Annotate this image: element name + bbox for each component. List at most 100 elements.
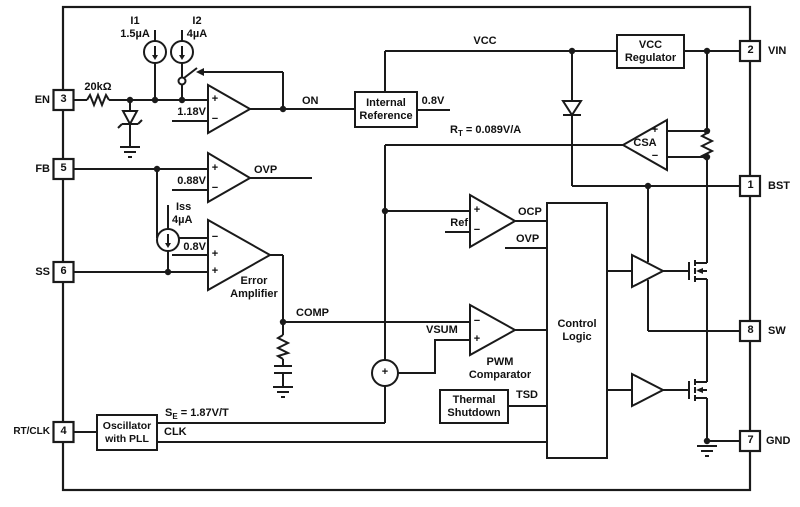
pin-number-7: 7: [747, 434, 754, 446]
erramp-plus2: +: [211, 265, 219, 277]
pin-number-3: 3: [60, 93, 67, 105]
thermal-shutdown-box: [439, 389, 509, 424]
pwm-name1: PWM: [486, 356, 514, 368]
ocp-ref-label: Ref: [450, 217, 468, 229]
ocp-out-label: OCP: [518, 206, 542, 218]
current-sense-net: [384, 51, 715, 360]
pin-number-4: 4: [60, 425, 67, 437]
pin-label-gnd: GND: [766, 435, 791, 447]
error-amp-name2: Amplifier: [230, 288, 278, 300]
pin-box-gnd: [738, 429, 762, 453]
junction-dots: [126, 47, 711, 445]
pin-box-vin: [738, 39, 762, 63]
pin-label-sw: SW: [768, 325, 786, 337]
erramp-minus: −: [211, 231, 219, 243]
rt-label: RT = 0.089V/A: [450, 124, 522, 139]
oscillator-net: [73, 414, 547, 451]
ocp-minus: −: [473, 224, 481, 236]
erramp-plus1: +: [211, 248, 219, 260]
pin-box-en: [52, 88, 75, 112]
ground-symbol: [120, 146, 140, 158]
pin-label-fb: FB: [35, 163, 50, 175]
pwm-name2: Comparator: [468, 369, 532, 381]
high-side-driver: [631, 253, 666, 289]
ocp-comparator: [445, 193, 547, 249]
high-side-driver-net: [607, 186, 741, 332]
csa-minus: −: [651, 150, 659, 162]
error-amplifier-net: [172, 218, 470, 398]
en-comparator: [172, 68, 355, 135]
pwm-minus: −: [473, 315, 481, 327]
vref-out-label: 0.8V: [421, 95, 445, 107]
pin-label-bst: BST: [768, 180, 790, 192]
ovp-ref-label: 0.88V: [177, 175, 206, 187]
i2-value: 4µA: [186, 28, 208, 40]
pin-number-6: 6: [60, 265, 67, 277]
i1-value: 1.5µA: [120, 28, 150, 40]
pin-boxes: [52, 39, 762, 453]
pin-label-rtclk: RT/CLK: [13, 426, 50, 437]
oscillator-box: [96, 414, 158, 451]
en-comp-minus: −: [211, 113, 219, 125]
pwm-comparator: [469, 303, 518, 357]
bootstrap-diode-net: [561, 51, 741, 187]
iss-name: Iss: [176, 201, 192, 213]
high-side-mosfet: [688, 260, 708, 382]
control-logic-box: [546, 202, 608, 459]
en-resistor-label: 20kΩ: [84, 81, 112, 93]
ovp-out-label: OVP: [254, 164, 278, 176]
current-source-i1: [143, 30, 167, 100]
csa-label: CSA: [633, 137, 657, 149]
vcc-regulator-box: [616, 34, 685, 69]
ss-net: [73, 205, 208, 273]
pin-box-bst: [738, 174, 762, 198]
en-ref-label: 1.18V: [177, 106, 206, 118]
pin-label-ss: SS: [35, 266, 50, 278]
pin-number-5: 5: [60, 162, 67, 174]
erramp-ref-label: 0.8V: [183, 241, 206, 253]
ocp-plus: +: [473, 204, 481, 216]
pin-box-rtclk: [52, 420, 75, 444]
low-side-driver: [631, 372, 666, 408]
comp-label: COMP: [296, 307, 329, 319]
pwm-comparator-net: [469, 303, 547, 357]
en-comp-plus: +: [211, 93, 219, 105]
low-side-mosfet: [688, 379, 741, 457]
en-net: [73, 92, 208, 158]
on-label: ON: [302, 95, 319, 107]
pin-number-1: 1: [747, 179, 754, 191]
csa-plus: +: [651, 124, 659, 136]
comp-resistor: [275, 334, 291, 360]
switch-contact: [177, 76, 187, 86]
ground-symbol: [273, 386, 293, 398]
vsum-label: VSUM: [426, 324, 458, 336]
i1-name: I1: [130, 15, 140, 27]
ovp-comp-minus: −: [211, 182, 219, 194]
se-label: SE = 1.87V/T: [165, 407, 229, 422]
vcc-label: VCC: [473, 35, 497, 47]
feedback-arrowhead: [196, 68, 204, 76]
csa-amplifier: [620, 118, 668, 172]
ovp-comp-plus: +: [211, 162, 219, 174]
pin-box-fb: [52, 157, 75, 181]
clk-label: CLK: [164, 426, 187, 438]
iss-value: 4µA: [172, 214, 193, 226]
switch-arm: [183, 67, 198, 79]
current-source-i2: [170, 30, 198, 100]
ground-symbol: [697, 445, 717, 457]
resistor-20k: [86, 92, 110, 108]
tsd-label: TSD: [516, 389, 538, 401]
pin-label-en: EN: [34, 94, 50, 106]
diode: [561, 100, 583, 117]
ic-outline: [61, 5, 752, 492]
low-side-driver-net: [607, 372, 689, 408]
summing-plus: +: [381, 366, 389, 378]
ovp-in-label: OVP: [516, 233, 540, 245]
